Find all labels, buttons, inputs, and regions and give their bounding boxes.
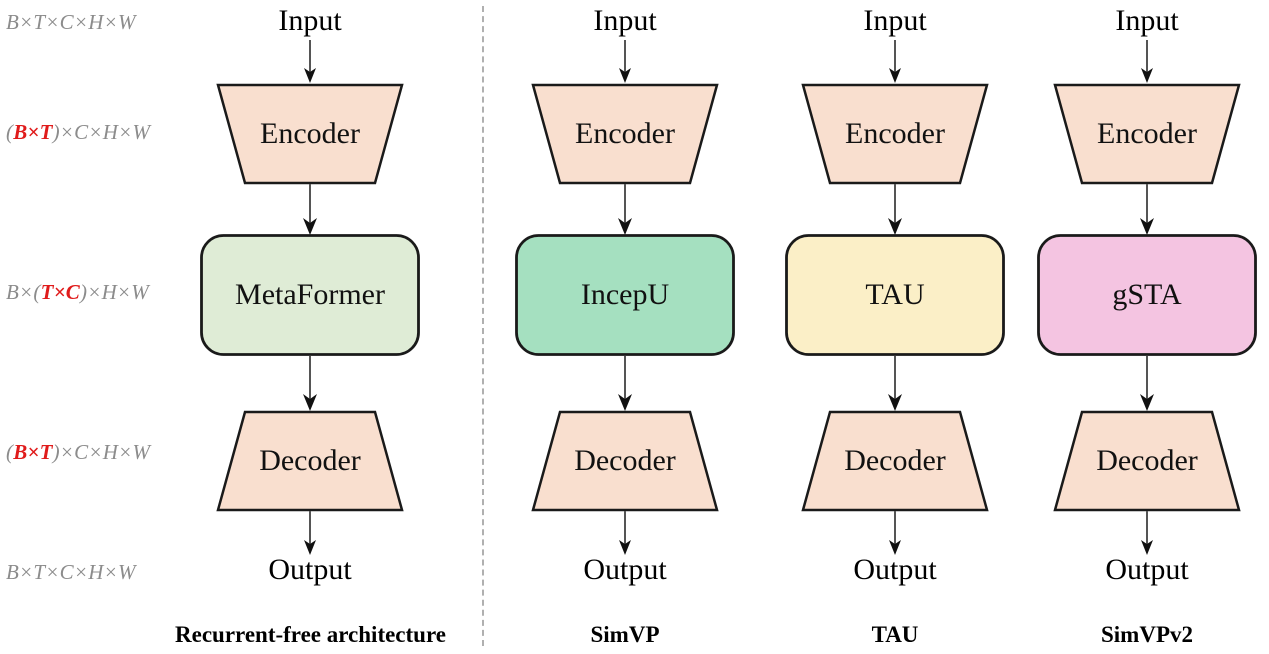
tensor-suffix: )×C×H×W (52, 440, 151, 464)
arrow-decoder-to-output (889, 511, 901, 555)
tensor-label-encoder-shape: (B×T)×C×H×W (6, 120, 150, 145)
tensor-highlight: T×C (40, 280, 80, 304)
decoder-block[interactable]: Decoder (175, 410, 445, 512)
tensor-prefix: ( (6, 120, 14, 144)
column-recurrent-free: Input Encoder MetaFormer (175, 0, 446, 654)
tensor-highlight: B×T (13, 120, 53, 144)
column-simvpv2: Input Encoder gSTA (1012, 0, 1269, 654)
tensor-label-text: B×T×C×H×W (6, 560, 136, 584)
tensor-suffix: )×H×W (80, 280, 149, 304)
arrow-input-to-encoder (1141, 40, 1153, 83)
arrow-decoder-to-output (304, 511, 316, 555)
column-caption-simvp: SimVP (590, 622, 660, 647)
arrow-input-to-encoder (889, 40, 901, 83)
column-simvp: Input Encoder IncepU (490, 0, 760, 654)
middle-block-tau[interactable]: TAU (785, 234, 1005, 356)
middle-block-gsta[interactable]: gSTA (1037, 234, 1257, 356)
tensor-prefix: B×( (6, 280, 41, 304)
decoder-block[interactable]: Decoder (760, 410, 1030, 512)
decoder-block[interactable]: Decoder (490, 410, 760, 512)
encoder-block[interactable]: Encoder (760, 83, 1030, 185)
arrow-decoder-to-output (1141, 511, 1153, 555)
middle-block-metaformer[interactable]: MetaFormer (200, 234, 420, 356)
output-label: Output (1105, 553, 1189, 586)
column-tau: Input Encoder TAU (760, 0, 1030, 654)
arrow-encoder-to-middle (618, 184, 632, 235)
input-label: Input (1115, 4, 1179, 37)
input-label: Input (593, 4, 657, 37)
tensor-label-decoder-shape: (B×T)×C×H×W (6, 440, 150, 465)
arrow-encoder-to-middle (888, 184, 902, 235)
arrow-middle-to-decoder (303, 356, 317, 411)
decoder-block[interactable]: Decoder (1012, 410, 1269, 512)
arrow-encoder-to-middle (303, 184, 317, 235)
column-caption-tau: TAU (871, 622, 919, 647)
output-label: Output (583, 553, 667, 586)
encoder-block[interactable]: Encoder (1012, 83, 1269, 185)
tensor-prefix: ( (6, 440, 14, 464)
tensor-label-text: B×T×C×H×W (6, 10, 136, 34)
tensor-label-input-shape: B×T×C×H×W (6, 10, 136, 35)
output-label: Output (268, 553, 352, 586)
column-caption-simvpv2: SimVPv2 (1101, 622, 1193, 647)
arrow-input-to-encoder (304, 40, 316, 83)
tensor-suffix: )×C×H×W (52, 120, 151, 144)
tensor-label-metaformer-shape: B×(T×C)×H×W (6, 280, 149, 305)
arrow-input-to-encoder (619, 40, 631, 83)
encoder-block[interactable]: Encoder (175, 83, 445, 185)
arrow-middle-to-decoder (1140, 356, 1154, 411)
column-divider (482, 6, 484, 646)
arrow-middle-to-decoder (618, 356, 632, 411)
output-label: Output (853, 553, 937, 586)
column-caption-recurrent-free: Recurrent-free architecture (175, 622, 446, 647)
arrow-encoder-to-middle (1140, 184, 1154, 235)
encoder-block[interactable]: Encoder (490, 83, 760, 185)
tensor-label-output-shape: B×T×C×H×W (6, 560, 136, 585)
arrow-decoder-to-output (619, 511, 631, 555)
tensor-highlight: B×T (13, 440, 53, 464)
input-label: Input (863, 4, 927, 37)
arrow-middle-to-decoder (888, 356, 902, 411)
middle-block-incepu[interactable]: IncepU (515, 234, 735, 356)
input-label: Input (278, 4, 342, 37)
